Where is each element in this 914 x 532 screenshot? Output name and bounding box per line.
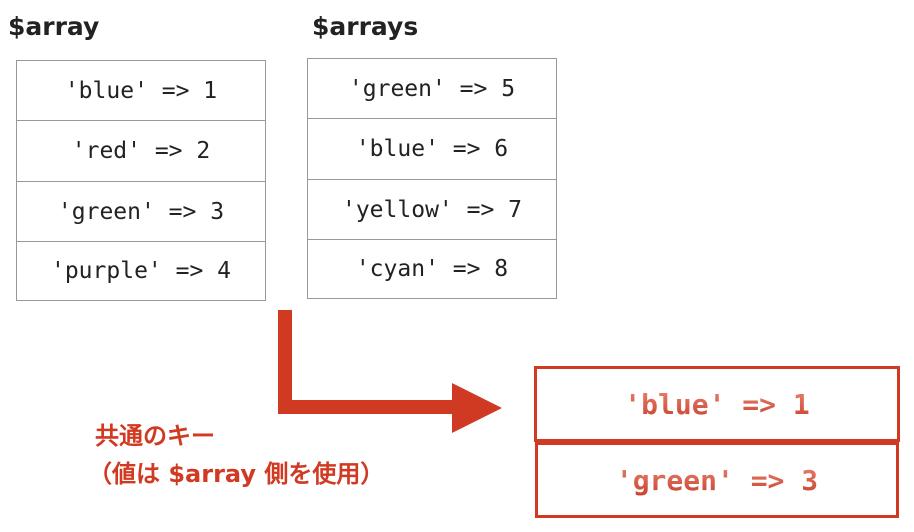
arrays-title: $arrays xyxy=(312,12,419,41)
array-item: 'red' => 2 xyxy=(16,120,266,182)
arrays-item: 'yellow' => 7 xyxy=(307,179,557,240)
arrays-item: 'blue' => 6 xyxy=(307,118,557,180)
annotation-line1: 共通のキー xyxy=(95,422,215,450)
array-item: 'blue' => 1 xyxy=(16,60,266,121)
result-item: 'blue' => 1 xyxy=(534,366,900,442)
arrays-item: 'cyan' => 8 xyxy=(307,239,557,299)
annotation-line2: （値は $array 側を使用） xyxy=(88,460,385,488)
arrays-item: 'green' => 5 xyxy=(307,58,557,119)
array-item: 'purple' => 4 xyxy=(16,241,266,301)
array-title: $array xyxy=(8,12,100,41)
result-item: 'green' => 3 xyxy=(535,442,899,518)
